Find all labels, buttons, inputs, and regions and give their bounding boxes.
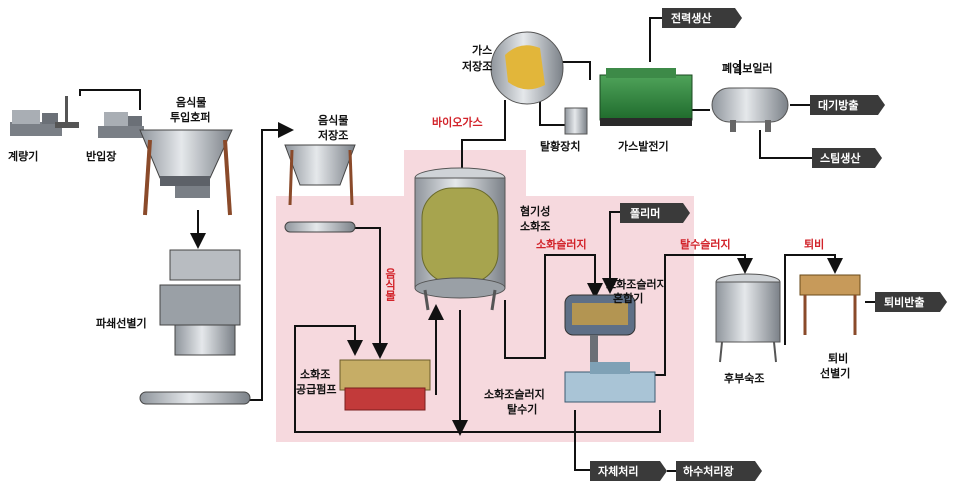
- output-box-power: 전력생산: [662, 8, 742, 28]
- output-box-compost-out: 퇴비반출: [875, 292, 947, 312]
- compost-screen-illustration: [799, 274, 861, 335]
- label-digester-1: 혐기성: [520, 204, 550, 218]
- output-box-polymer-label: 폴리머: [630, 206, 660, 220]
- boiler-illustration: [711, 87, 789, 132]
- label-compost-screen-1: 퇴비: [828, 351, 848, 365]
- label-post-maturation: 후부숙조: [724, 371, 764, 385]
- gas-generator-illustration: [599, 68, 693, 126]
- label-crusher: 파쇄선별기: [96, 316, 147, 330]
- post-maturation-illustration: [715, 273, 781, 363]
- desulfurizer-illustration: [564, 107, 588, 135]
- output-box-air-label: 대기방출: [818, 98, 858, 112]
- label-food-waste-vertical: 음식물: [384, 268, 397, 301]
- pipe-network: [79, 17, 875, 471]
- dewatering-illustration: [564, 362, 656, 403]
- label-digested-sludge: 소화슬러지: [536, 237, 587, 251]
- label-digester-2: 소화조: [520, 219, 550, 233]
- gas-storage-illustration: [490, 31, 564, 105]
- label-compost: 퇴비: [804, 237, 824, 251]
- label-sludge-mixer-1: 소화조슬러지: [606, 277, 667, 291]
- label-feed-pump-1: 소화조: [300, 367, 330, 381]
- input-hopper-illustration: [139, 129, 233, 216]
- digester-illustration: [414, 167, 506, 311]
- output-box-sewage-label: 하수처리장: [683, 464, 734, 478]
- label-desulfurizer: 탈황장치: [540, 139, 580, 153]
- label-compost-screen-2: 선별기: [820, 366, 850, 380]
- label-dewatering-2: 탈수기: [507, 402, 537, 416]
- label-dewatering-1: 소화조슬러지: [484, 387, 545, 401]
- output-box-steam: 스팀생산: [812, 148, 882, 168]
- label-input-hopper-1: 음식물: [176, 95, 206, 109]
- feed-pump-illustration: [339, 359, 431, 411]
- label-biogas: 바이오가스: [432, 115, 483, 129]
- label-waste-heat-boiler: 폐열보일러: [722, 61, 773, 75]
- output-box-steam-label: 스팀생산: [820, 151, 860, 165]
- crusher-illustration: [139, 249, 251, 405]
- label-gas-storage-2: 저장조: [462, 59, 492, 73]
- output-box-air: 대기방출: [810, 95, 885, 115]
- output-box-power-label: 전력생산: [671, 11, 711, 25]
- output-box-self-treat: 자체처리: [590, 461, 667, 481]
- output-box-sewage: 하수처리장: [676, 461, 762, 481]
- label-gas-generator: 가스발전기: [618, 139, 669, 153]
- output-box-self-treat-label: 자체처리: [598, 464, 638, 478]
- label-sludge-mixer-2: 혼합기: [613, 291, 643, 305]
- label-storage-tank-2: 저장조: [318, 128, 348, 142]
- label-gas-storage-1: 가스: [472, 43, 492, 57]
- label-dewatered-sludge: 탈수슬러지: [680, 237, 731, 251]
- label-receiving: 반입장: [86, 149, 116, 163]
- label-input-hopper-2: 투입호퍼: [170, 110, 210, 124]
- label-scale: 계량기: [8, 149, 38, 163]
- storage-tank-illustration: [284, 144, 356, 233]
- output-box-polymer: 폴리머: [620, 203, 690, 223]
- output-box-compost-out-label: 퇴비반출: [884, 295, 924, 309]
- label-storage-tank-1: 음식물: [318, 113, 348, 127]
- scale-truck-illustration: [10, 96, 144, 138]
- label-feed-pump-2: 공급펌프: [296, 382, 336, 396]
- sludge-mixer-illustration: [564, 294, 636, 365]
